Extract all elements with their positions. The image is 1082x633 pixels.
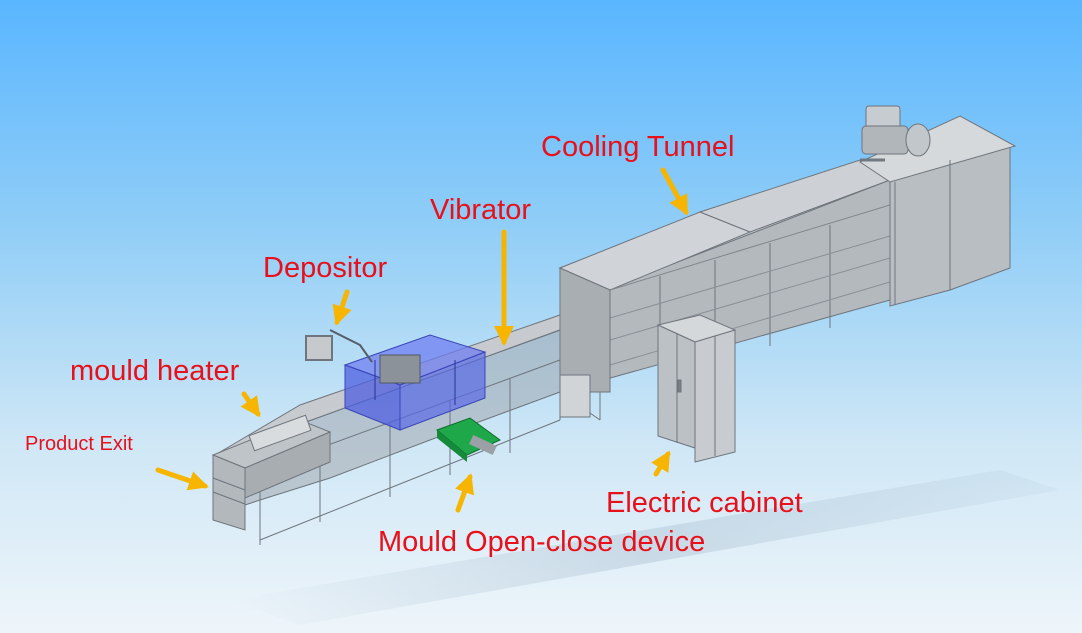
- arrow-electric-cabinet: [651, 450, 671, 477]
- annotation-arrows: [155, 167, 689, 513]
- label-cooling-tunnel: Cooling Tunnel: [541, 131, 735, 163]
- floor-shadow: [230, 470, 1060, 625]
- arrow-cooling-tunnel: [660, 167, 689, 216]
- arrow-depositor: [332, 289, 352, 326]
- refrigeration-unit: [858, 105, 1017, 307]
- label-product-exit: Product Exit: [25, 433, 133, 455]
- mould-open-close-device: [436, 417, 501, 462]
- label-mould-open-close-device: Mould Open-close device: [378, 526, 706, 558]
- mould-heater-unit: [211, 414, 332, 531]
- arrow-product-exit: [155, 467, 209, 491]
- arrow-mould-device: [455, 473, 474, 513]
- arrow-mould-heater: [240, 391, 261, 418]
- depositor-arm: [305, 329, 373, 363]
- depositor-guard: [343, 334, 487, 431]
- label-mould-heater: mould heater: [70, 355, 240, 387]
- label-electric-cabinet: Electric cabinet: [606, 487, 803, 519]
- electric-cabinet: [656, 314, 737, 463]
- label-depositor: Depositor: [263, 252, 388, 284]
- label-vibrator: Vibrator: [430, 194, 532, 226]
